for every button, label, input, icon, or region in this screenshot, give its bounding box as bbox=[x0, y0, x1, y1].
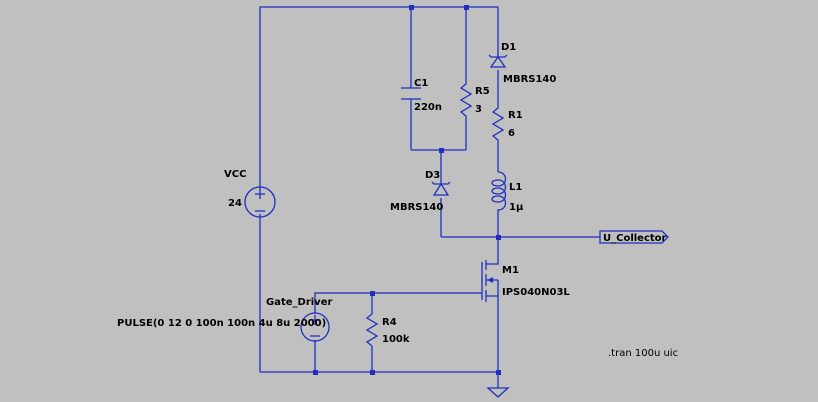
vcc-value: 24 bbox=[228, 198, 242, 209]
d1-name: D1 bbox=[501, 42, 516, 53]
c1-capacitor[interactable] bbox=[401, 87, 421, 100]
spice-directive[interactable]: .tran 100u uic bbox=[608, 348, 678, 359]
junction-dot bbox=[409, 5, 414, 10]
d3-value: MBRS140 bbox=[390, 202, 443, 213]
d3-name: D3 bbox=[425, 170, 440, 181]
r5-value: 3 bbox=[475, 104, 482, 115]
l1-name: L1 bbox=[509, 182, 522, 193]
junction-dot bbox=[464, 5, 469, 10]
junctions bbox=[313, 5, 501, 375]
r5-resistor[interactable] bbox=[459, 80, 473, 120]
junction-dot bbox=[496, 370, 501, 375]
gate-driver-value: PULSE(0 12 0 100n 100n 4u 8u 2000) bbox=[117, 318, 326, 329]
c1-name: C1 bbox=[414, 78, 428, 89]
junction-dot bbox=[496, 235, 501, 240]
r1-resistor[interactable] bbox=[491, 104, 505, 142]
junction-dot bbox=[313, 370, 318, 375]
r5-name: R5 bbox=[475, 86, 490, 97]
vcc-source[interactable] bbox=[244, 186, 276, 218]
r4-value: 100k bbox=[382, 334, 410, 345]
junction-dot bbox=[439, 148, 444, 153]
gate-driver-name: Gate_Driver bbox=[266, 297, 332, 308]
r1-name: R1 bbox=[508, 110, 523, 121]
d1-diode[interactable] bbox=[488, 54, 508, 68]
junction-dot bbox=[370, 291, 375, 296]
l1-value: 1µ bbox=[509, 202, 524, 213]
r4-name: R4 bbox=[382, 317, 397, 328]
junction-dot bbox=[370, 370, 375, 375]
d3-diode[interactable] bbox=[431, 176, 451, 196]
r1-value: 6 bbox=[508, 128, 515, 139]
gate-driver-source[interactable] bbox=[300, 312, 330, 342]
d1-value: MBRS140 bbox=[503, 74, 556, 85]
c1-value: 220n bbox=[414, 102, 442, 113]
net-label-text: U_Collector bbox=[603, 233, 667, 244]
r4-resistor[interactable] bbox=[365, 310, 379, 348]
u-collector-net-label[interactable] bbox=[599, 230, 669, 244]
m1-value: IPS040N03L bbox=[502, 287, 570, 298]
m1-name: M1 bbox=[502, 265, 519, 276]
l1-inductor[interactable] bbox=[491, 171, 507, 214]
vcc-name: VCC bbox=[224, 169, 246, 180]
m1-mosfet[interactable] bbox=[481, 258, 499, 302]
ground-symbol[interactable] bbox=[486, 384, 510, 398]
